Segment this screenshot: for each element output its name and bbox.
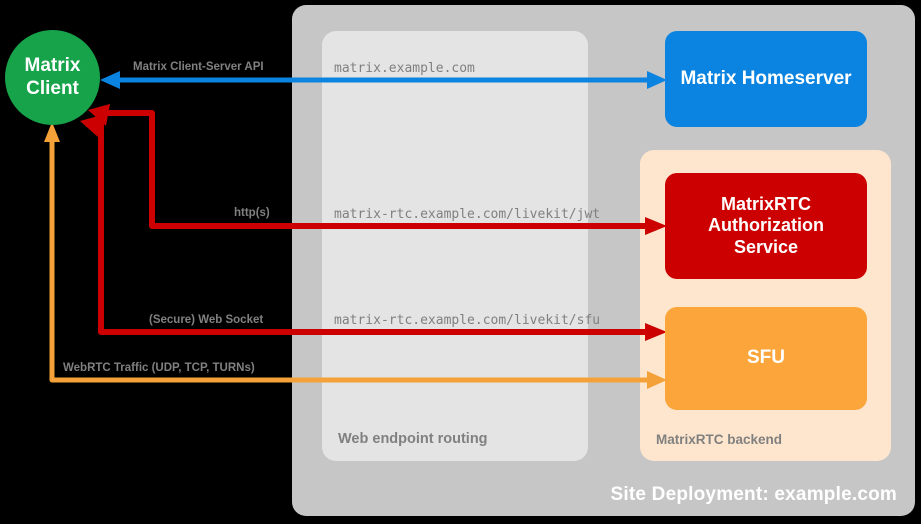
node-sfu[interactable]: SFU [665,307,867,410]
url-label-matrix-example-com: matrix.example.com [334,61,475,76]
edge-label-client-server-api: Matrix Client-Server API [133,61,264,73]
matrixrtc-backend-label: MatrixRTC backend [656,432,783,447]
node-matrix-client[interactable]: Matrix Client [5,30,100,125]
edge-label-secure-web-socket: (Secure) Web Socket [149,314,264,326]
edge-label-http-s: http(s) [234,207,270,219]
node-auth-line2: Authorization [708,215,824,236]
edge-client-server-api [100,71,667,89]
edge-label-webrtc-traffic: WebRTC Traffic (UDP, TCP, TURNs) [63,362,255,374]
node-matrix-homeserver[interactable]: Matrix Homeserver [665,31,867,127]
web-endpoint-routing-container: Web endpoint routing [322,31,588,461]
node-matrix-homeserver-label: Matrix Homeserver [680,67,852,89]
url-label-livekit-sfu: matrix-rtc.example.com/livekit/sfu [334,313,601,328]
web-endpoint-routing-label: Web endpoint routing [338,431,488,447]
edge-sfu-websocket [80,115,667,341]
node-matrixrtc-authorization-service[interactable]: MatrixRTC Authorization Service [665,173,867,279]
node-auth-line1: MatrixRTC [720,194,811,215]
node-sfu-label: SFU [747,347,785,369]
node-auth-line3: Service [733,236,799,257]
edge-authorization-service [88,104,667,235]
site-deployment-label: Site Deployment: example.com [610,484,897,505]
node-matrix-client-line1: Matrix [24,55,81,77]
node-matrix-client-line2: Client [26,77,79,99]
url-label-livekit-jwt: matrix-rtc.example.com/livekit/jwt [334,207,601,222]
edge-webrtc-traffic [44,122,667,389]
